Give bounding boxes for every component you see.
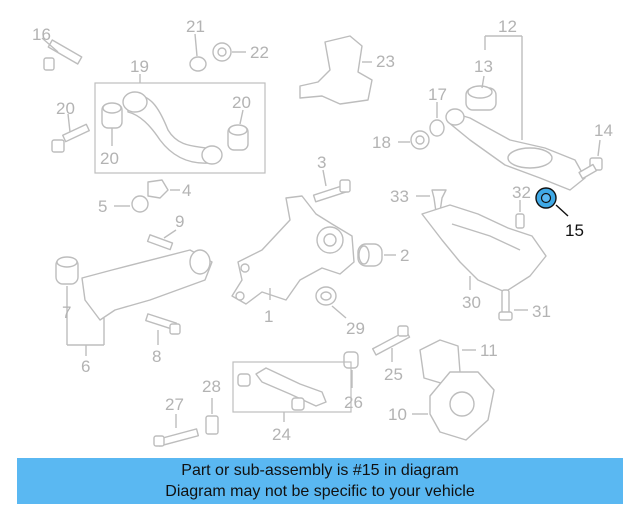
- callout-17: 17: [428, 85, 447, 104]
- callout-9: 9: [175, 212, 184, 231]
- part-4-clip: [147, 179, 180, 199]
- callout-8: 8: [152, 347, 161, 366]
- part-18-nut: [398, 130, 430, 150]
- callout-18: 18: [372, 133, 391, 152]
- part-33-pin: [515, 200, 525, 229]
- callout-34: 33: [390, 187, 409, 206]
- part-17-washer: [429, 102, 445, 137]
- callout-27: 26: [344, 393, 363, 412]
- callout-22: 21: [186, 17, 205, 36]
- callout-11: 11: [480, 341, 498, 360]
- part-21-bolt: [51, 113, 90, 153]
- part-10-hub: [412, 371, 495, 441]
- callout-19: 19: [130, 57, 149, 76]
- callout-32: 31: [532, 302, 551, 321]
- part-19-box: [94, 82, 266, 174]
- banner-line-2: Diagram may not be specific to your vehi…: [165, 483, 475, 500]
- part-16-bolt: [41, 37, 83, 71]
- callout-6: 6: [81, 357, 90, 376]
- part-22-clip: [189, 33, 207, 72]
- callout-1: 1: [264, 307, 273, 326]
- callout-20a: 20: [100, 149, 119, 168]
- part-24-bracket: [299, 35, 373, 105]
- part-28-bolt: [153, 414, 200, 447]
- part-5-nut: [114, 195, 149, 213]
- callout-26: 25: [384, 365, 403, 384]
- part-3-bolt: [312, 169, 351, 203]
- callout-23: 22: [250, 43, 269, 62]
- callout-31: 30: [462, 293, 481, 312]
- part-20-bushing-left: [101, 102, 123, 146]
- callout-5: 5: [98, 197, 107, 216]
- callout-2: 2: [400, 246, 409, 265]
- part-31-plate: [421, 204, 547, 293]
- callout-13: 13: [474, 57, 493, 76]
- callout-21: 20: [56, 99, 75, 118]
- callout-7: 7: [62, 303, 71, 322]
- part-19-upper-arm: [122, 91, 223, 165]
- part-26-bolt: [371, 325, 411, 362]
- callout-10: 10: [388, 405, 407, 424]
- part-8-bolt: [145, 313, 181, 345]
- part-20-bushing-right: [227, 109, 249, 151]
- callout-3: 3: [317, 153, 326, 172]
- callout-28: 27: [165, 395, 184, 414]
- callout-15: 15: [565, 221, 584, 240]
- part-6-trailing-arm: [81, 249, 213, 321]
- callout-4: 4: [182, 181, 191, 200]
- callout-20b: 20: [232, 93, 251, 112]
- callout-16: 16: [32, 25, 51, 44]
- callout-14: 14: [594, 121, 613, 140]
- part-32-bolt: [498, 289, 528, 321]
- part-7-bushing: [55, 256, 79, 285]
- part-30-bushing: [315, 286, 347, 319]
- part-29-clip: [205, 398, 219, 435]
- part-2-bushing: [357, 243, 396, 267]
- banner-line-1: Part or sub-assembly is #15 in diagram: [181, 462, 459, 479]
- callout-24: 23: [376, 52, 395, 71]
- info-banner: Part or sub-assembly is #15 in diagram D…: [17, 458, 623, 504]
- part-25-box: [232, 361, 352, 413]
- part-25-link: [237, 367, 327, 411]
- part-13-bushing: [465, 75, 497, 111]
- part-14-bolt: [578, 139, 603, 180]
- part-15-nut-highlighted: [535, 187, 569, 217]
- callout-30: 29: [346, 319, 365, 338]
- part-9-bolt: [146, 229, 177, 251]
- part-12-lower-arm: [445, 108, 586, 191]
- callout-29: 28: [202, 377, 221, 396]
- callout-25: 24: [272, 425, 291, 444]
- part-23-nut: [212, 42, 246, 62]
- part-1-knuckle: [231, 195, 355, 305]
- callout-33: 32: [512, 183, 531, 202]
- callout-12: 12: [498, 17, 517, 36]
